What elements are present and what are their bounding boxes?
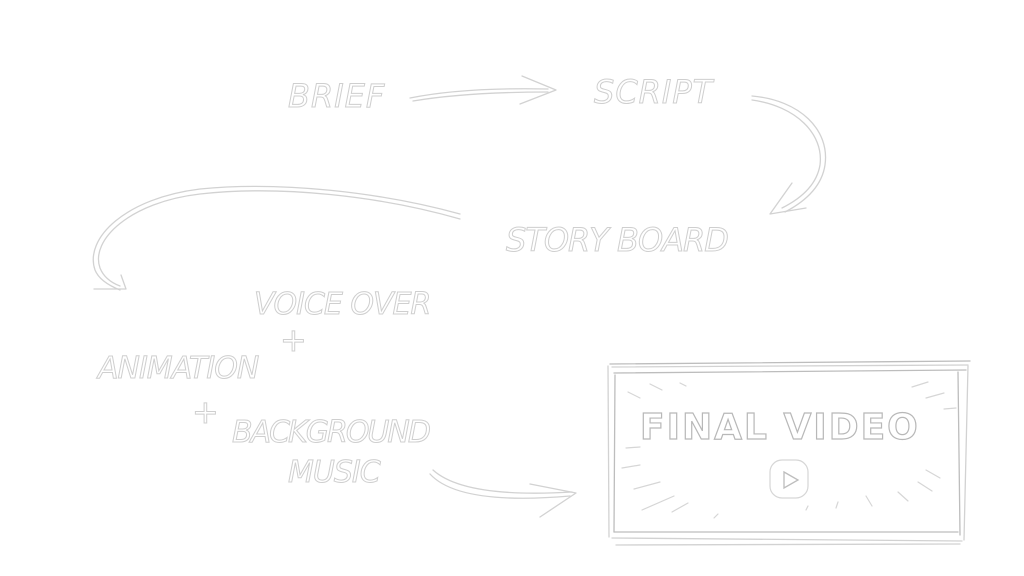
plus-sign: + xyxy=(280,321,308,359)
step-voice-over: VOICE OVER xyxy=(253,287,431,322)
play-icon xyxy=(783,470,800,490)
arrow-storyboard-to-production xyxy=(92,185,461,291)
arrow-brief-to-script xyxy=(409,75,557,105)
step-storyboard: STORY BOARD xyxy=(506,221,730,259)
step-background: BACKGROUND xyxy=(232,415,432,450)
plus-sign: + xyxy=(192,393,220,431)
step-brief: BRIEF xyxy=(287,77,386,115)
arrow-script-to-storyboard xyxy=(751,95,827,215)
step-animation: ANIMATION xyxy=(97,351,259,386)
step-script: SCRIPT xyxy=(593,73,714,111)
step-music: MUSIC xyxy=(288,455,382,490)
burst-rays xyxy=(621,381,957,519)
final-video-frame xyxy=(607,360,971,546)
play-button[interactable] xyxy=(769,459,809,499)
final-video-title: FINAL VIDEO xyxy=(639,407,920,448)
arrow-to-final-video xyxy=(429,469,577,518)
